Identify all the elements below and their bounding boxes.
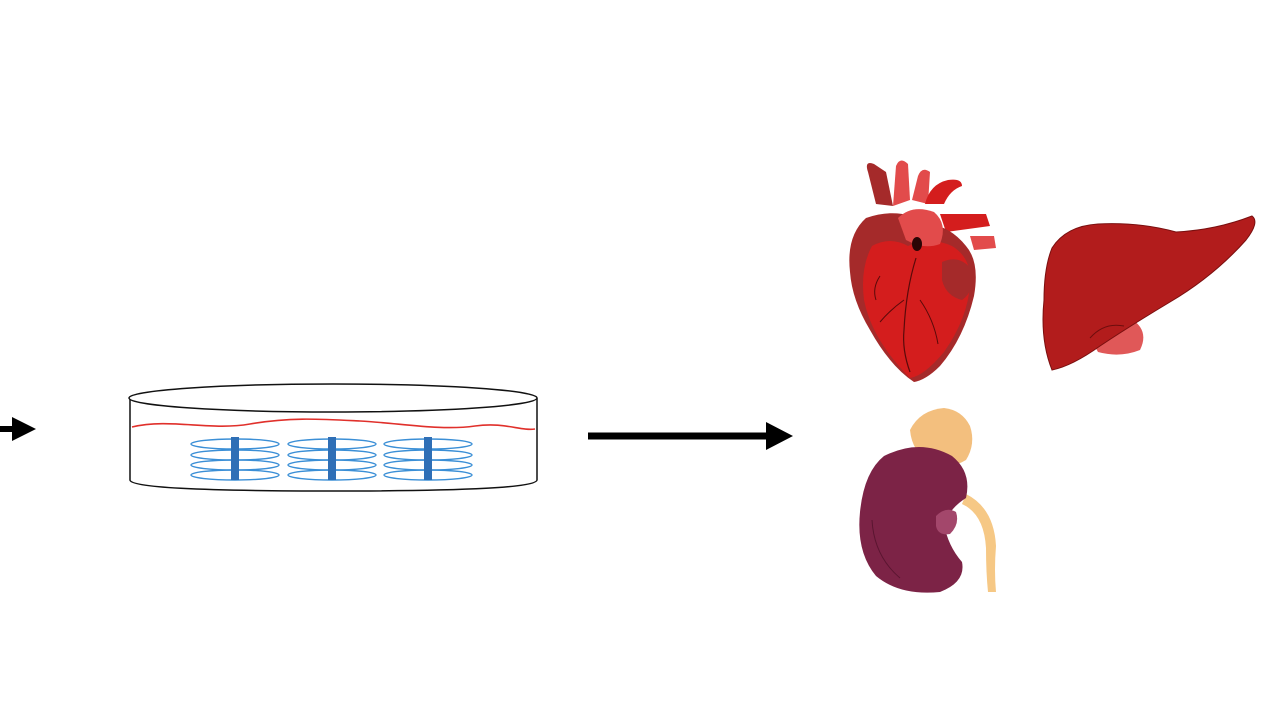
cell-stack-icon bbox=[383, 437, 473, 481]
heart-icon bbox=[849, 160, 996, 382]
left-arrow-icon bbox=[0, 417, 36, 441]
cell-stack-icon bbox=[190, 437, 280, 481]
process-arrow-icon bbox=[588, 422, 793, 450]
culture-medium-line bbox=[131, 418, 536, 431]
petri-dish-icon bbox=[128, 383, 538, 492]
liver-icon bbox=[1042, 215, 1256, 371]
cell-stack-core bbox=[231, 437, 239, 480]
cell-stack-icon bbox=[287, 437, 377, 481]
kidney-icon bbox=[859, 408, 996, 593]
cell-stack-group bbox=[190, 437, 473, 481]
cell-stack-core bbox=[328, 437, 336, 480]
cell-stack-core bbox=[424, 437, 432, 480]
